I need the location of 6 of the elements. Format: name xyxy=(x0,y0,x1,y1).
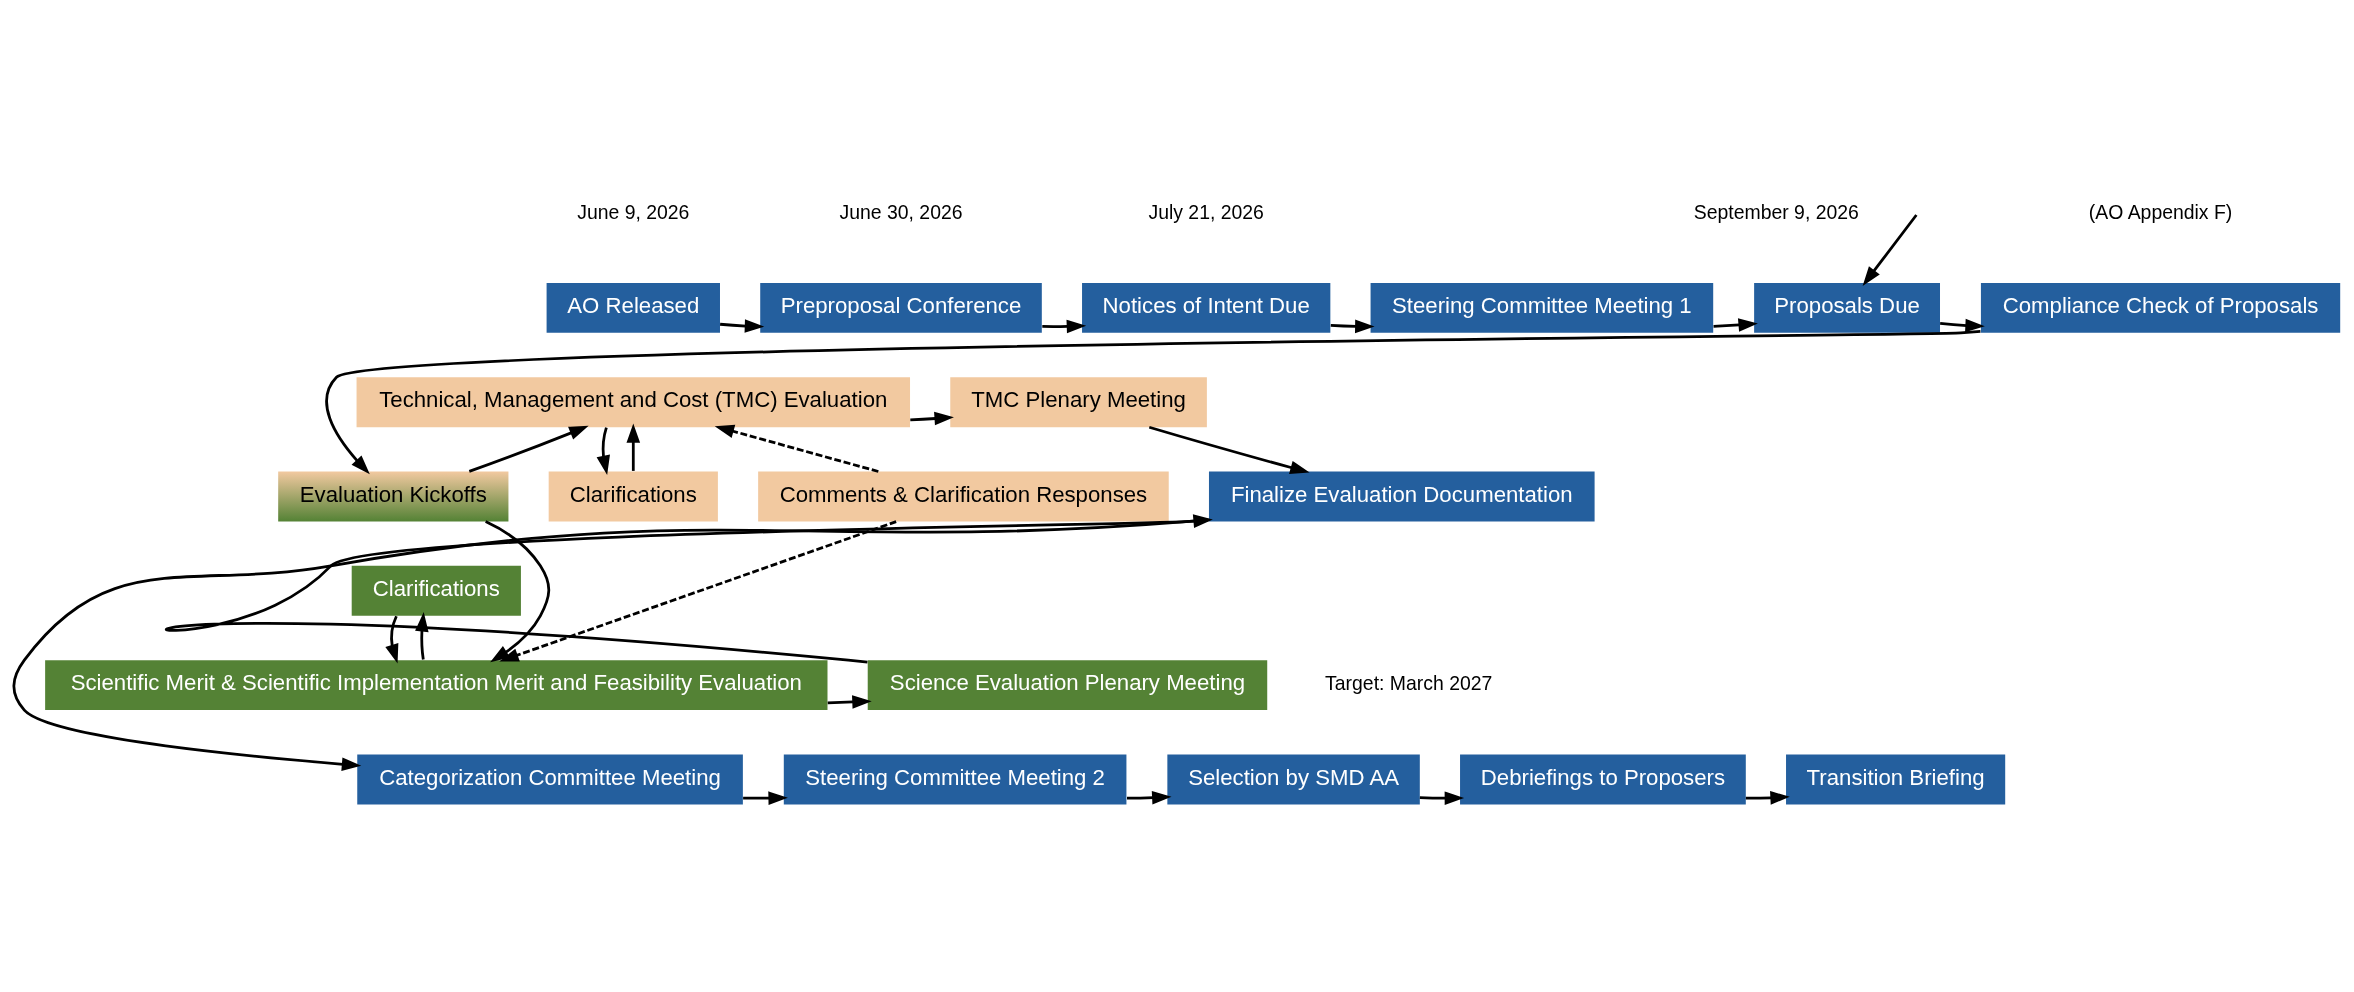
node-label: September 9, 2026 xyxy=(1693,200,1859,223)
node-label: June 30, 2026 xyxy=(839,200,963,223)
node-label: July 21, 2026 xyxy=(1148,200,1264,223)
node-label: (AO Appendix F) xyxy=(2088,200,2233,223)
node-label: June 9, 2026 xyxy=(577,200,690,223)
node-label: Target: March 2027 xyxy=(1325,671,1493,694)
